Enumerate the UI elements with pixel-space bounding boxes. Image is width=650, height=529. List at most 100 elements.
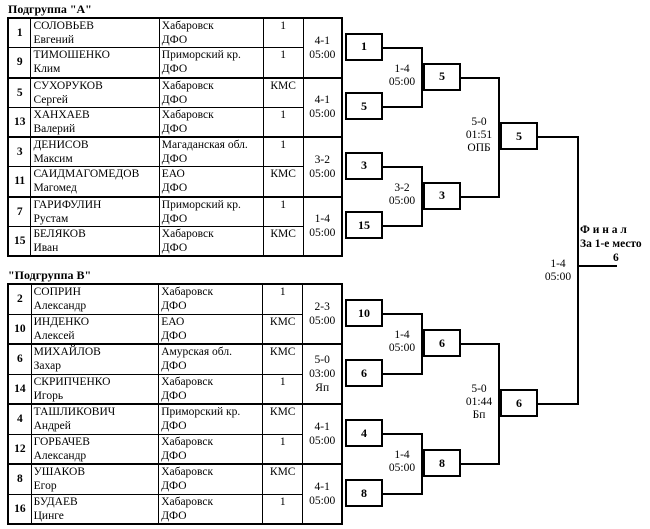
- final-winner: 6: [612, 252, 619, 264]
- bracket-line: [383, 313, 422, 315]
- score-line: ОПБ: [467, 142, 491, 154]
- score-line: 2-3: [314, 301, 330, 313]
- player-district: ДФО: [161, 360, 187, 372]
- score-line: 03:00: [309, 368, 336, 380]
- score-line: 5-0: [314, 354, 330, 366]
- final-title: Ф и н а л: [580, 224, 627, 236]
- score-line: 1-4: [394, 329, 410, 341]
- region-cell: Приморский кр.ДФО: [158, 47, 264, 78]
- score-line: 01:51: [465, 129, 493, 141]
- bracket-line: [577, 136, 579, 405]
- score-line: 05:00: [544, 271, 572, 283]
- player-region: Хабаровск: [161, 286, 214, 298]
- bracket-line: [383, 46, 422, 49]
- round3-winner-box: 6: [500, 389, 538, 417]
- player-district: ДФО: [161, 93, 188, 106]
- seed-number: 3: [7, 136, 32, 168]
- round2-winner-box: 3: [423, 181, 461, 210]
- bracket-line: [538, 403, 578, 405]
- seed-number: 6: [7, 343, 32, 375]
- score-line: 5-0: [471, 116, 487, 128]
- score-line: Бп: [472, 409, 486, 421]
- bracket-line: [498, 76, 500, 198]
- score-line: 4-1: [314, 94, 330, 107]
- player-rank: 1: [261, 373, 304, 405]
- bracket-line: [383, 373, 422, 375]
- player-surname: САИДМАГОМЕДОВ: [33, 168, 140, 181]
- bracket-line: [383, 106, 422, 109]
- player-surname: СОПРИН: [33, 286, 81, 298]
- seed-number: 12: [7, 433, 32, 465]
- player-region: ЕАО: [161, 315, 185, 328]
- player-surname: СУХОРУКОВ: [33, 79, 103, 92]
- player-first-name: Рустам: [33, 212, 69, 225]
- region-cell: Магаданская обл. ДФО: [158, 136, 264, 168]
- round1-winner-box: 4: [345, 419, 383, 447]
- score-line: 05:00: [388, 75, 416, 88]
- score-line: 1-4: [394, 62, 410, 75]
- seed-number: 7: [7, 195, 32, 227]
- score-line: 05:00: [309, 495, 336, 507]
- player-surname: ТИМОШЕНКО: [33, 49, 110, 62]
- player-district: ДФО: [161, 480, 187, 492]
- player-district: ДФО: [161, 122, 188, 135]
- bracket-line: [461, 195, 499, 198]
- player-rank: 1: [261, 433, 304, 465]
- player-surname: ХАНХАЕВ: [33, 108, 90, 121]
- round2-winner-box: 5: [423, 62, 461, 91]
- seed-number: 1: [7, 17, 32, 49]
- seed-number: 2: [7, 283, 32, 315]
- player-first-name: Магомед: [33, 182, 77, 195]
- player-region: Хабаровск: [161, 466, 214, 478]
- score-line: 3-2: [394, 181, 410, 194]
- score-line: 05:00: [388, 462, 416, 474]
- bracket-line: [421, 165, 423, 228]
- player-surname: СКРИПЧЕНКО: [33, 375, 111, 388]
- group-title: "Подгруппа В": [8, 268, 92, 282]
- player-first-name: Захар: [33, 360, 61, 372]
- seed-number: 16: [7, 493, 32, 525]
- player-rank: КМС: [262, 166, 304, 197]
- player-district: ДФО: [161, 449, 187, 462]
- round1-winner-box: 6: [345, 359, 383, 387]
- player-region: Магаданская обл.: [161, 139, 248, 151]
- player-rank: КМС: [261, 313, 304, 345]
- player-first-name: Игорь: [33, 389, 64, 402]
- seed-number: 15: [7, 225, 32, 257]
- player-district: ДФО: [161, 241, 188, 254]
- player-rank: КМС: [261, 403, 304, 435]
- player-district: ДФО: [161, 63, 188, 76]
- player-district: ДФО: [161, 212, 188, 225]
- player-first-name: Алексей: [33, 329, 75, 342]
- seed-number: 11: [7, 166, 32, 197]
- player-district: ДФО: [161, 153, 188, 165]
- round2-winner-box: 6: [423, 329, 461, 357]
- group-title: Подгруппа "А": [8, 2, 92, 16]
- seed-number: 10: [7, 313, 32, 345]
- player-first-name: Клим: [33, 63, 61, 76]
- player-surname: ТАШЛИКОВИЧ: [33, 406, 116, 418]
- player-first-name: Максим: [33, 153, 73, 165]
